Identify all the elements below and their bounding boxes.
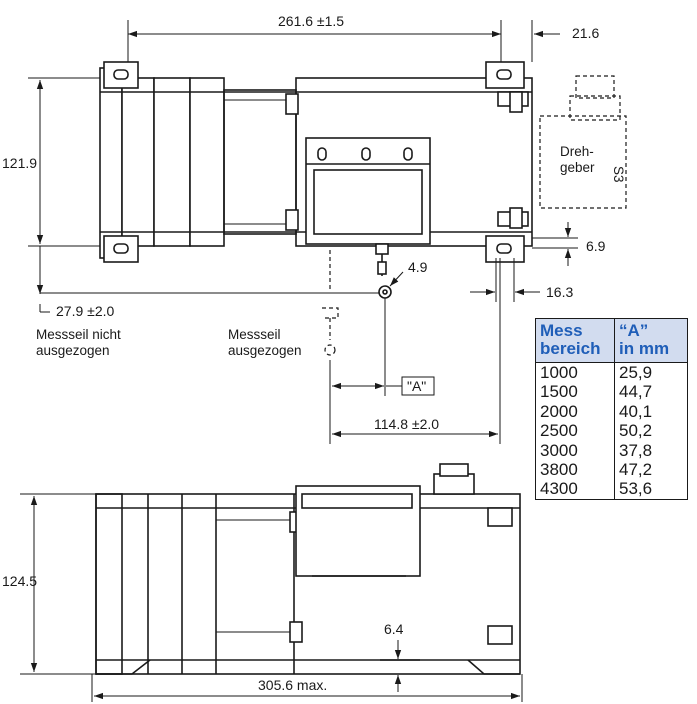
top-view: S3 xyxy=(99,61,627,356)
cell-range: 2500 xyxy=(535,421,615,441)
header-a-value: “A” in mm xyxy=(614,318,688,363)
table-header-row: Mess bereich “A” in mm xyxy=(535,318,688,363)
dim-small-gap: 6.9 xyxy=(586,238,606,254)
cell-range: 1500 xyxy=(535,382,615,402)
dim-cable-offset: 16.3 xyxy=(546,284,573,300)
dim-cable-pos: 27.9 ±2.0 xyxy=(56,303,114,319)
bottom-view xyxy=(95,463,521,675)
cell-a: 53,6 xyxy=(619,479,653,499)
header-col2-line2: in mm xyxy=(619,339,670,358)
header-col2-line1: “A” xyxy=(619,321,649,340)
label-encoder-1: Dreh- xyxy=(560,144,594,159)
dim-right-offset: 21.6 xyxy=(572,25,599,41)
cell-range: 4300 xyxy=(535,479,615,500)
cell-range: 3800 xyxy=(535,460,615,480)
cell-range: 3000 xyxy=(535,440,615,461)
svg-text:S3: S3 xyxy=(611,166,626,183)
cell-a: 50,2 xyxy=(619,421,653,441)
cell-range: 2000 xyxy=(535,401,615,422)
dim-cable-dia: 4.9 xyxy=(408,259,428,275)
dim-overall-width: 305.6 max. xyxy=(258,677,327,693)
cell-a: 25,9 xyxy=(619,363,653,382)
dim-height-top: 121.9 xyxy=(2,155,37,171)
label-cable-extended-2: ausgezogen xyxy=(228,343,302,358)
cell-a: 44,7 xyxy=(619,382,653,402)
header-col1-line1: Mess xyxy=(540,321,583,340)
label-encoder-2: geber xyxy=(560,160,595,175)
dim-a-marker: "A" xyxy=(407,378,426,394)
label-cable-extended-1: Messseil xyxy=(228,327,281,342)
dim-top-width: 261.6 ±1.5 xyxy=(278,13,344,29)
dim-a-base: 114.8 ±2.0 xyxy=(374,416,439,432)
cell-range: 1000 xyxy=(535,362,615,383)
top-dimensions: 261.6 ±1.5 21.6 121.9 6.9 4.9 16.3 27.9 … xyxy=(2,13,606,444)
label-cable-retracted-1: Messseil nicht xyxy=(36,327,121,342)
cell-a: 37,8 xyxy=(619,440,653,460)
label-cable-retracted-2: ausgezogen xyxy=(36,343,110,358)
header-col1-line2: bereich xyxy=(540,339,601,358)
cell-a: 47,2 xyxy=(619,460,653,480)
bottom-dimensions: 124.5 6.4 305.6 max. xyxy=(2,493,523,702)
dim-height-bottom: 124.5 xyxy=(2,573,37,589)
cell-a: 40,1 xyxy=(619,401,653,421)
header-measuring-range: Mess bereich xyxy=(535,318,615,363)
dim-bottom-gap: 6.4 xyxy=(384,621,404,637)
